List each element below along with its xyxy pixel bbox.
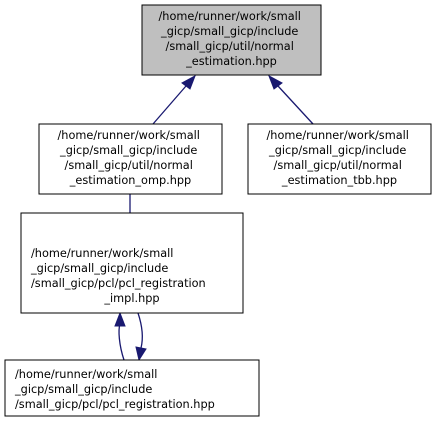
node-label-line: _gicp/small_gicp/include — [14, 383, 152, 396]
node-label-line: /small_gicp/pcl/pcl_registration — [31, 277, 206, 290]
node-label-line: /home/runner/work/small — [15, 368, 157, 381]
node-label-line: /small_gicp/util/normal — [166, 40, 294, 53]
node-label-line: _gicp/small_gicp/include — [160, 25, 298, 38]
svg-text:/home/runner/work/small: /home/runner/work/small _gicp/small_gicp… — [14, 368, 215, 411]
node-label-line: /small_gicp/pcl/pcl_registration.hpp — [15, 398, 215, 411]
node-label-line: /home/runner/work/small — [31, 247, 173, 260]
edge-omp-to-normal-estimation — [152, 74, 196, 125]
edge-impl-to-registration — [135, 312, 147, 362]
node-label-line: _impl.hpp — [103, 292, 159, 305]
node-normal-estimation[interactable]: /home/runner/work/small _gicp/small_gicp… — [141, 4, 322, 76]
node-label-line: /home/runner/work/small — [267, 129, 409, 142]
arrowhead — [114, 311, 126, 327]
arrowhead — [181, 74, 196, 90]
svg-text:/home/runner/work/small: /home/runner/work/small _gicp/small_gicp… — [30, 247, 206, 290]
edges — [114, 74, 314, 362]
svg-text:/home/runner/work/small: /home/runner/work/small _gicp/small_gicp… — [267, 129, 413, 187]
node-label-line: _gicp/small_gicp/include — [30, 262, 168, 275]
svg-text:_impl.hpp: _impl.hpp — [103, 292, 159, 305]
node-box — [247, 123, 432, 195]
node-label-line: /small_gicp/util/normal — [274, 159, 402, 172]
node-box — [38, 123, 223, 195]
arrowhead — [135, 346, 147, 362]
node-label-line: _estimation.hpp — [185, 55, 277, 68]
svg-text:/home/runner/work/small: /home/runner/work/small _gicp/small_gicp… — [159, 10, 305, 68]
svg-text:/home/runner/work/small: /home/runner/work/small _gicp/small_gicp… — [58, 129, 204, 187]
node-box — [20, 212, 244, 314]
node-label-line: _estimation_omp.hpp — [69, 174, 191, 187]
node-box — [141, 4, 322, 76]
arrowhead — [268, 74, 283, 90]
node-pcl-registration[interactable]: /home/runner/work/small _gicp/small_gicp… — [4, 359, 260, 417]
node-label-line: /home/runner/work/small — [58, 129, 200, 142]
node-box — [4, 359, 260, 417]
node-label-line: /home/runner/work/small — [159, 10, 301, 23]
node-label-line: _gicp/small_gicp/include — [268, 144, 406, 157]
node-normal-estimation-omp[interactable]: /home/runner/work/small _gicp/small_gicp… — [38, 123, 223, 195]
node-label-line: _estimation_tbb.hpp — [281, 174, 397, 187]
node-pcl-registration-impl[interactable]: /home/runner/work/small _gicp/small_gicp… — [20, 212, 244, 314]
node-label-line: /small_gicp/util/normal — [65, 159, 193, 172]
edge-tbb-to-normal-estimation — [268, 74, 314, 125]
node-label-line: _gicp/small_gicp/include — [59, 144, 197, 157]
node-normal-estimation-tbb[interactable]: /home/runner/work/small _gicp/small_gicp… — [247, 123, 432, 195]
edge-registration-to-impl — [114, 311, 126, 361]
